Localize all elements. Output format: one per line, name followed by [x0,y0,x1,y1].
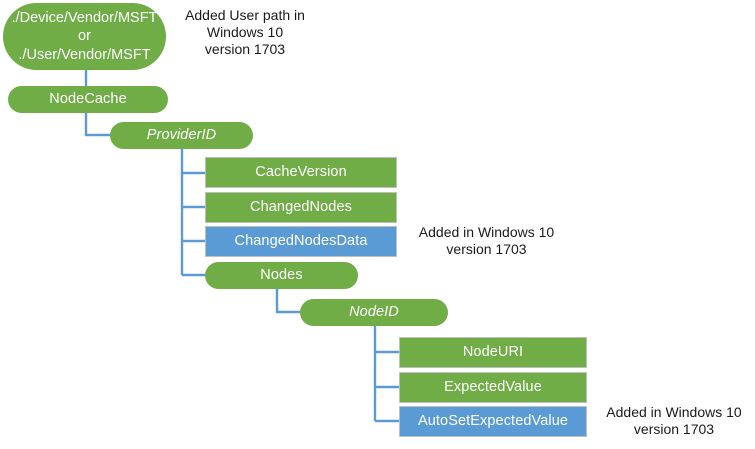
node-expectedvalue[interactable]: ExpectedValue [399,372,587,403]
node-nodeuri-label: NodeURI [462,344,524,361]
node-changednodesdata-label: ChangedNodesData [234,233,368,250]
node-changednodes[interactable]: ChangedNodes [205,192,397,223]
node-cacheversion[interactable]: CacheVersion [205,157,397,188]
annotation-added-user-path: Added User path in Windows 10 version 17… [185,7,305,58]
node-nodecache[interactable]: NodeCache [8,86,168,113]
node-root-line-1: ./Device/Vendor/MSFT [11,10,158,27]
node-providerid-label: ProviderID [146,127,217,144]
annotation-autosetexpectedvalue-added: Added in Windows 10 version 1703 [606,404,742,438]
node-root-line-3: ./User/Vendor/MSFT [18,46,151,63]
connector-nodecache-to-providerid [84,112,112,137]
node-nodes[interactable]: Nodes [205,262,358,289]
node-providerid[interactable]: ProviderID [110,122,253,149]
annotation-changednodesdata-added: Added in Windows 10 version 1703 [418,224,555,258]
node-nodeuri[interactable]: NodeURI [399,337,587,368]
node-nodecache-label: NodeCache [49,91,127,108]
node-changednodesdata[interactable]: ChangedNodesData [205,226,397,257]
node-cacheversion-label: CacheVersion [255,164,347,181]
node-autosetexpectedvalue-label: AutoSetExpectedValue [417,413,569,430]
node-expectedvalue-label: ExpectedValue [444,379,542,396]
node-autosetexpectedvalue[interactable]: AutoSetExpectedValue [399,406,587,437]
node-nodes-label: Nodes [260,267,303,284]
node-device-user-vendor-msft[interactable]: ./Device/Vendor/MSFT or ./User/Vendor/MS… [3,3,166,70]
node-nodeid[interactable]: NodeID [300,299,448,326]
node-nodeid-label: NodeID [349,304,399,321]
node-root-line-2: or [78,28,91,45]
connector-nodes-to-nodeid [275,288,302,314]
node-changednodes-label: ChangedNodes [250,199,352,216]
